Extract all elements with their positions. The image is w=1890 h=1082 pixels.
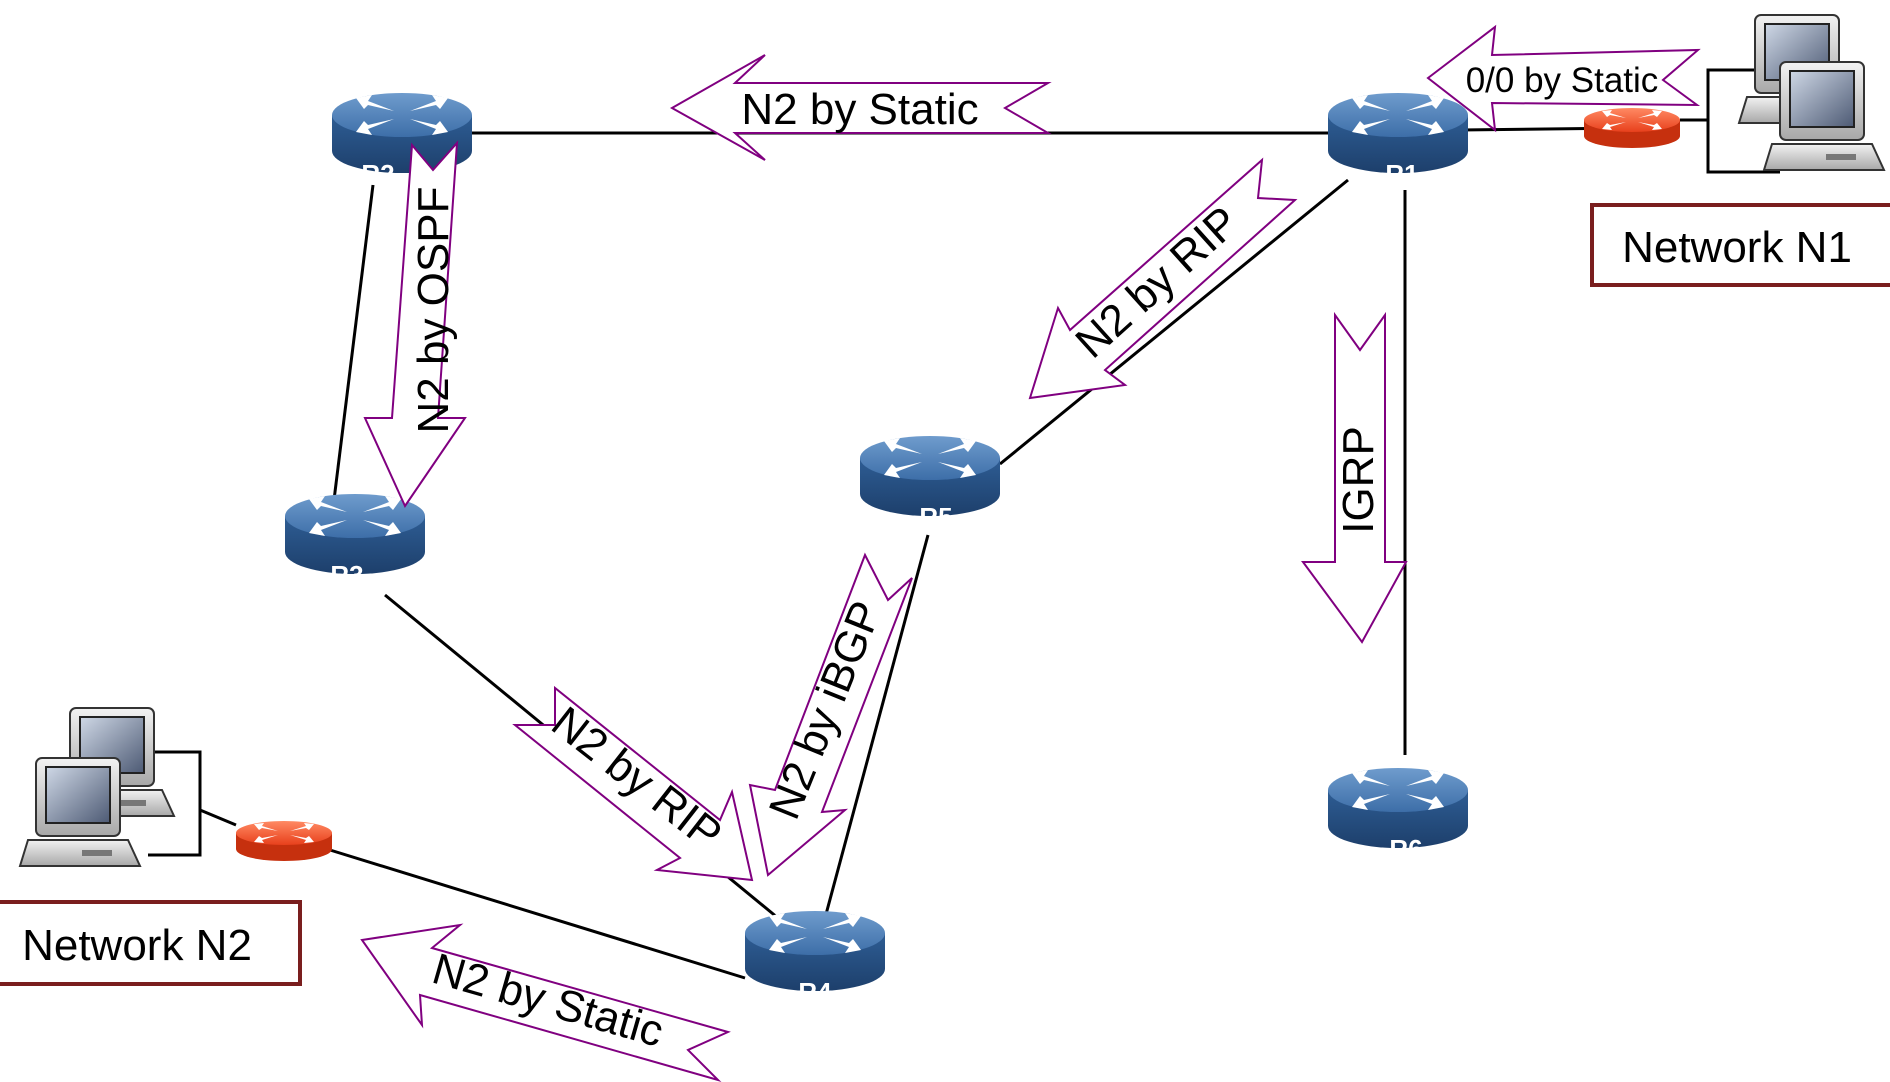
arrow-r4-n2-static-label: N2 by Static (427, 944, 669, 1056)
router-r4[interactable]: R4 (745, 911, 885, 1007)
arrow-r3-r4-rip: N2 by RIP (512, 685, 754, 882)
edge-router-n2[interactable] (236, 821, 332, 861)
arrow-r2-r3-ospf-label: N2 by OSPF (409, 187, 458, 434)
arrow-r3-r4-rip-label: N2 by RIP (543, 697, 731, 859)
router-r5[interactable]: R5 (860, 436, 1000, 532)
link-r1-r5 (999, 178, 1349, 466)
router-r2[interactable]: R2 (332, 93, 472, 189)
network-n1-label: Network N1 (1622, 223, 1852, 272)
arrow-r1-r5-rip: N2 by RIP (1028, 157, 1298, 400)
arrow-r2-r3-ospf: N2 by OSPF (363, 140, 467, 509)
edge-router-n1[interactable] (1584, 108, 1680, 148)
network-n1-hosts (1680, 14, 1885, 174)
router-r2-label: R2 (361, 159, 394, 189)
network-n1-box: Network N1 (1590, 203, 1890, 287)
arrow-r4-n2-static: N2 by Static (360, 923, 731, 1082)
link-r4-redrouter-n2 (329, 848, 746, 980)
router-r1-label: R1 (1385, 159, 1418, 189)
workstation-icon (1763, 61, 1885, 171)
arrow-r1-r6-igrp-label: IGRP (1334, 426, 1383, 534)
network-n2-hosts (19, 707, 237, 867)
link-r2-r3 (332, 184, 375, 501)
arrow-default-static-label: 0/0 by Static (1466, 61, 1659, 100)
router-r1[interactable]: R1 (1328, 93, 1468, 189)
arrow-r5-r4-ibgp: N2 by iBGP (748, 552, 913, 877)
arrow-r1-r2-static: N2 by Static (669, 54, 1052, 161)
router-r6[interactable]: R6 (1328, 768, 1468, 864)
router-r5-label: R5 (919, 502, 952, 532)
arrow-r1-r2-static-label: N2 by Static (741, 85, 978, 134)
router-r4-label: R4 (798, 977, 832, 1007)
link-r5-r4 (823, 534, 930, 919)
network-n2-box: Network N2 (0, 900, 302, 986)
arrow-default-static: 0/0 by Static (1426, 24, 1701, 133)
router-r3[interactable]: R3 (285, 494, 425, 590)
router-r3-label: R3 (330, 560, 363, 590)
router-r6-label: R6 (1389, 834, 1422, 864)
network-n2-label: Network N2 (22, 921, 252, 970)
arrow-r1-r6-igrp: IGRP (1301, 311, 1408, 644)
